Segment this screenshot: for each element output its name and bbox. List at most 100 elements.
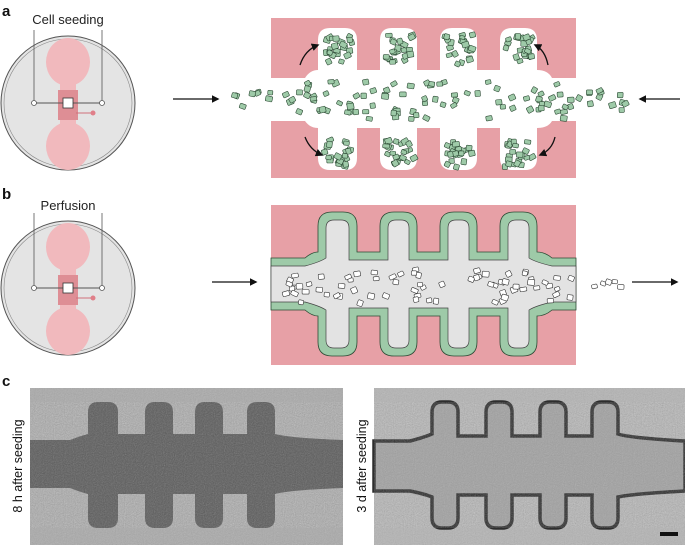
cell bbox=[484, 79, 492, 85]
cell bbox=[318, 105, 327, 114]
cell bbox=[604, 278, 613, 286]
cell bbox=[541, 279, 549, 286]
cell bbox=[453, 163, 460, 171]
cell bbox=[336, 100, 343, 107]
cell bbox=[397, 270, 405, 278]
cell bbox=[428, 81, 436, 87]
cell bbox=[399, 91, 407, 98]
cell bbox=[450, 92, 459, 98]
cell bbox=[524, 47, 532, 55]
cell bbox=[390, 109, 397, 117]
cell bbox=[537, 90, 545, 98]
cell bbox=[305, 281, 313, 287]
cell bbox=[516, 151, 524, 158]
caption-perfusion: Perfusion bbox=[41, 198, 96, 213]
cell bbox=[296, 89, 303, 96]
cell bbox=[372, 276, 380, 282]
panel-label-b: b bbox=[2, 186, 11, 203]
cell bbox=[608, 101, 617, 109]
cell bbox=[413, 112, 420, 119]
cell bbox=[566, 294, 574, 301]
cell bbox=[512, 283, 520, 290]
cell bbox=[396, 37, 404, 45]
cell bbox=[556, 91, 564, 98]
cell bbox=[485, 115, 493, 122]
cell bbox=[409, 154, 419, 163]
cell bbox=[443, 142, 451, 149]
cell bbox=[548, 94, 557, 102]
cell bbox=[509, 104, 517, 112]
cell bbox=[559, 115, 568, 122]
cell bbox=[301, 289, 310, 295]
cell bbox=[343, 140, 350, 146]
cell bbox=[487, 281, 495, 288]
cell bbox=[326, 49, 334, 56]
chip-schematic-perfusion bbox=[270, 205, 625, 365]
cell bbox=[458, 150, 465, 157]
cell bbox=[410, 287, 419, 294]
cell bbox=[345, 147, 352, 155]
cell bbox=[322, 90, 330, 97]
cell bbox=[384, 137, 393, 146]
cell bbox=[448, 158, 455, 164]
cell bbox=[468, 44, 477, 53]
cell bbox=[443, 33, 451, 41]
cell bbox=[369, 87, 377, 95]
cell bbox=[561, 103, 569, 111]
cell bbox=[303, 91, 311, 99]
cell bbox=[352, 109, 360, 116]
cell bbox=[514, 33, 521, 40]
cell bbox=[473, 267, 481, 274]
cell bbox=[595, 87, 604, 95]
cell bbox=[509, 149, 517, 155]
cell bbox=[422, 114, 431, 122]
cell bbox=[501, 278, 510, 286]
cell bbox=[432, 297, 440, 305]
cell bbox=[505, 36, 512, 43]
cell bbox=[282, 91, 290, 99]
cell bbox=[392, 153, 400, 161]
cell bbox=[523, 95, 531, 102]
cell bbox=[575, 94, 583, 102]
micrograph-8h: 8 h after seeding bbox=[11, 388, 343, 545]
cell bbox=[586, 100, 594, 108]
cell bbox=[473, 274, 481, 282]
cell bbox=[567, 275, 575, 282]
panel-b: b Perfusion bbox=[0, 186, 679, 365]
cell bbox=[317, 273, 325, 280]
cell bbox=[616, 91, 624, 99]
cell bbox=[406, 50, 415, 58]
cell bbox=[356, 299, 364, 307]
label-3d: 3 d after seeding bbox=[355, 419, 369, 512]
cell bbox=[346, 102, 355, 110]
cell bbox=[400, 149, 408, 156]
cell bbox=[445, 52, 453, 58]
cell bbox=[385, 32, 393, 38]
cell bbox=[381, 292, 390, 300]
cell bbox=[344, 273, 352, 281]
cell bbox=[554, 286, 561, 292]
cell bbox=[599, 280, 607, 287]
cell bbox=[553, 275, 561, 281]
cell bbox=[528, 53, 535, 60]
cell bbox=[553, 81, 561, 88]
cell bbox=[405, 140, 413, 148]
cell bbox=[425, 297, 433, 304]
cell bbox=[326, 140, 333, 149]
cell bbox=[436, 81, 444, 87]
panel-a: a Cell seeding bbox=[0, 3, 680, 178]
cell bbox=[465, 144, 473, 151]
cell bbox=[389, 48, 396, 55]
cell bbox=[339, 40, 348, 49]
cell bbox=[327, 79, 335, 85]
cell bbox=[231, 92, 239, 99]
cell bbox=[342, 160, 349, 168]
cell bbox=[362, 109, 370, 115]
panel-label-c: c bbox=[2, 373, 10, 390]
cell bbox=[325, 57, 333, 66]
cell bbox=[611, 279, 618, 285]
cell bbox=[367, 292, 376, 300]
cell bbox=[525, 38, 532, 46]
cell bbox=[493, 84, 501, 93]
cell bbox=[333, 292, 341, 300]
